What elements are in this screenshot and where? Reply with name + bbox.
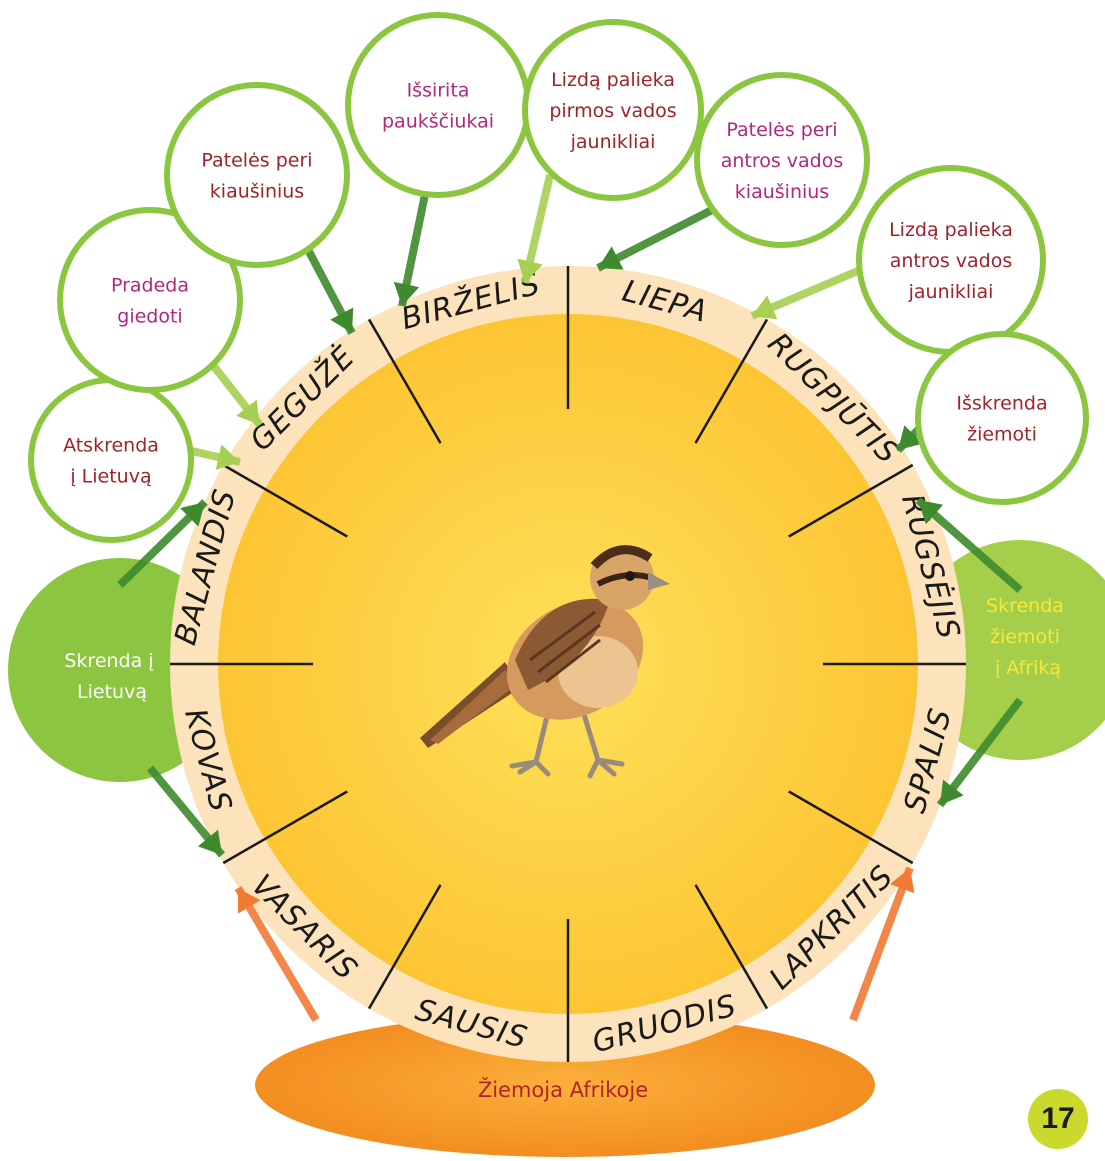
event-text-1-line-1: giedoti bbox=[117, 306, 182, 328]
month-divider bbox=[788, 790, 914, 865]
africa-label: Žiemoja Afrikoje bbox=[478, 1077, 648, 1102]
migration-text-right: Skrenda žiemoti į Afriką bbox=[986, 595, 1070, 679]
event-text-0: Atskrenda į Lietuvą bbox=[63, 435, 159, 488]
event-text-3: Išsirita paukščiukai bbox=[382, 80, 494, 133]
arrow-shaft-13 bbox=[849, 866, 914, 1022]
month-divider bbox=[222, 463, 348, 538]
arrow-head-7 bbox=[898, 425, 923, 450]
event-text-5-line-0: Patelės peri bbox=[726, 119, 837, 141]
bird-wing bbox=[515, 598, 610, 690]
event-text-4-line-2: jaunikliai bbox=[570, 131, 656, 153]
migration-text-right-line-1: Skrenda bbox=[986, 595, 1064, 617]
event-text-0-line-0: Atskrenda bbox=[63, 435, 159, 457]
month-divider bbox=[694, 884, 769, 1010]
event-text-6: Lizdą palieka antros vados jaunikliai bbox=[889, 219, 1013, 303]
event-circle-7 bbox=[915, 331, 1089, 505]
migration-text-left-line-2: Lietuvą bbox=[77, 681, 147, 703]
event-text-3-line-1: paukščiukai bbox=[382, 111, 494, 133]
bird-illustration bbox=[420, 545, 670, 779]
arrow-head-0 bbox=[215, 444, 240, 470]
event-text-6-line-2: jaunikliai bbox=[908, 281, 994, 303]
month-divider bbox=[694, 318, 769, 444]
africa-ellipse bbox=[255, 1013, 875, 1157]
migration-text-right-line-2: žiemoti bbox=[990, 626, 1060, 648]
event-text-7-line-0: Išskrenda bbox=[956, 393, 1047, 415]
arrow-head-8 bbox=[180, 502, 205, 527]
event-text-1-line-0: Pradeda bbox=[111, 275, 189, 297]
event-text-2: Patelės peri kiaušinius bbox=[201, 150, 312, 203]
migration-text-left: Skrenda į Lietuvą bbox=[64, 650, 159, 703]
event-text-6-line-1: antros vados bbox=[890, 250, 1013, 272]
event-text-7-line-1: žiemoti bbox=[967, 424, 1037, 446]
event-text-2-line-0: Patelės peri bbox=[201, 150, 312, 172]
bird-leg-left bbox=[509, 709, 551, 777]
month-divider bbox=[367, 884, 442, 1010]
arrow-head-4 bbox=[517, 258, 543, 283]
event-text-6-line-0: Lizdą palieka bbox=[889, 219, 1013, 241]
arrow-head-11 bbox=[940, 779, 964, 805]
bird-eye bbox=[625, 571, 635, 581]
arrow-shaft-11 bbox=[936, 697, 1024, 808]
arrow-shaft-10 bbox=[915, 497, 1023, 593]
event-text-4-line-1: pirmos vados bbox=[549, 100, 676, 122]
event-text-4-line-0: Lizdą palieka bbox=[551, 69, 675, 91]
event-text-4: Lizdą palieka pirmos vados jaunikliai bbox=[549, 69, 676, 153]
event-text-1: Pradeda giedoti bbox=[111, 275, 189, 328]
event-circle-5 bbox=[694, 72, 870, 248]
arrow-head-1 bbox=[236, 399, 260, 425]
bird-crown-stripe bbox=[590, 545, 653, 570]
migration-text-left-line-1: Skrenda į bbox=[64, 650, 153, 672]
arrow-shaft-12 bbox=[234, 885, 320, 1023]
arrow-head-5 bbox=[598, 246, 624, 270]
bird-wing-stripes bbox=[529, 610, 601, 684]
arrow-head-13 bbox=[890, 868, 915, 894]
event-text-3-line-0: Išsirita bbox=[407, 80, 470, 102]
arrow-head-12 bbox=[238, 888, 261, 914]
event-circle-2 bbox=[164, 82, 350, 268]
arrow-head-9 bbox=[197, 829, 222, 855]
month-divider bbox=[788, 463, 914, 538]
month-dividers bbox=[170, 266, 966, 1062]
event-text-2-line-1: kiaušinius bbox=[210, 181, 304, 203]
bird-leg-right bbox=[579, 705, 625, 779]
event-text-5-line-1: antros vados bbox=[721, 150, 844, 172]
month-divider bbox=[367, 318, 442, 444]
bird-eye-stripe bbox=[596, 572, 653, 587]
event-circle-0 bbox=[28, 377, 194, 543]
arrow-head-6 bbox=[752, 295, 778, 320]
event-text-5: Patelės peri antros vados kiaušinius bbox=[721, 119, 844, 203]
migration-text-right-line-3: į Afriką bbox=[995, 657, 1061, 679]
event-circle-4 bbox=[522, 19, 704, 201]
event-circle-1 bbox=[57, 207, 243, 393]
event-circle-3 bbox=[345, 12, 531, 198]
event-circles: Atskrenda į Lietuvą Pradeda giedoti Patelės … bbox=[28, 12, 1089, 543]
bird-tail-highlight bbox=[430, 670, 515, 744]
arrow-head-10 bbox=[918, 500, 944, 525]
event-text-7: Išskrenda žiemoti bbox=[956, 393, 1047, 446]
bird-beak bbox=[648, 572, 670, 590]
event-text-0-line-1: į Lietuvą bbox=[70, 466, 151, 488]
arrow-head-3 bbox=[393, 281, 420, 306]
page-number-badge: 17 bbox=[1028, 1089, 1088, 1149]
arrow-head-2 bbox=[330, 307, 354, 333]
event-text-5-line-2: kiaušinius bbox=[735, 181, 829, 203]
month-divider bbox=[222, 790, 348, 865]
